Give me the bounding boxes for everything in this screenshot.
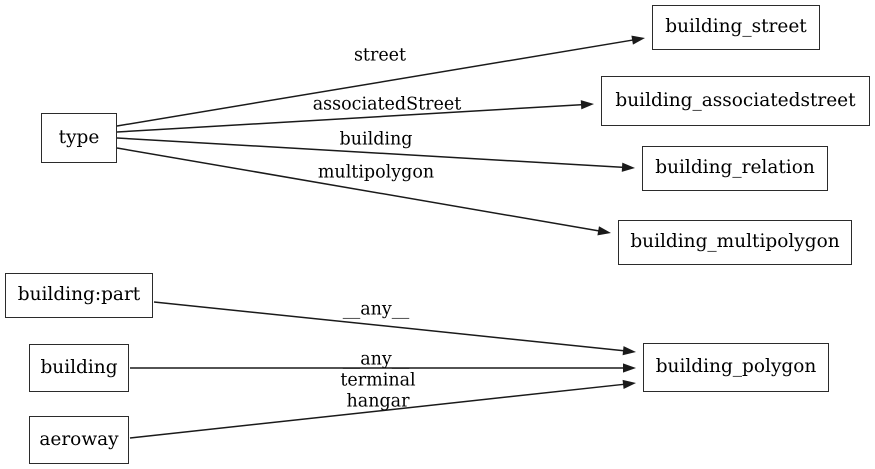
node-label: building [40, 356, 118, 378]
node-building_relation[interactable]: building_relation [642, 146, 828, 191]
edge-line-building_part-to-building_polygon [153, 301, 626, 352]
node-label: building_relation [655, 157, 815, 179]
node-building_multipolygon[interactable]: building_multipolygon [618, 220, 852, 265]
edge-line-aeroway-to-building_polygon [129, 383, 626, 439]
edge-line-type-to-building_street [116, 39, 635, 127]
arrowhead-icon [580, 100, 594, 110]
node-building_associatedstreet[interactable]: building_associatedstreet [601, 76, 870, 126]
node-label: building_street [665, 16, 807, 38]
node-label: building:part [17, 284, 141, 306]
arrowhead-icon [622, 346, 636, 356]
edge-label: __any__ [342, 299, 410, 320]
arrowhead-icon [623, 363, 636, 373]
arrowhead-icon [597, 226, 611, 236]
node-label: type [58, 126, 100, 148]
node-building_street[interactable]: building_street [652, 5, 820, 50]
node-aeroway[interactable]: aeroway [29, 416, 129, 464]
node-label: building_polygon [655, 356, 817, 378]
edge-label: terminal [340, 370, 416, 391]
node-building[interactable]: building [29, 344, 129, 392]
edge-line-type-to-building_associatedstreet [116, 103, 584, 133]
edge-label: hangar [346, 391, 410, 412]
edge-label: building [339, 129, 413, 150]
arrowhead-icon [631, 35, 645, 45]
edge-label: associatedStreet [312, 94, 462, 115]
edge-line-type-to-building_relation [116, 137, 625, 169]
node-label: building_associatedstreet [615, 89, 856, 111]
node-type[interactable]: type [41, 113, 117, 163]
edge-line-type-to-building_multipolygon [116, 147, 601, 232]
node-building_polygon[interactable]: building_polygon [643, 343, 829, 392]
arrowhead-icon [621, 162, 635, 172]
node-label: aeroway [39, 428, 119, 450]
edge-label: multipolygon [317, 162, 435, 183]
node-building_part[interactable]: building:part [5, 273, 153, 318]
edge-label: __any__ [342, 349, 410, 370]
edge-label: street [353, 45, 407, 66]
arrowhead-icon [622, 379, 636, 389]
node-label: building_multipolygon [630, 231, 840, 253]
